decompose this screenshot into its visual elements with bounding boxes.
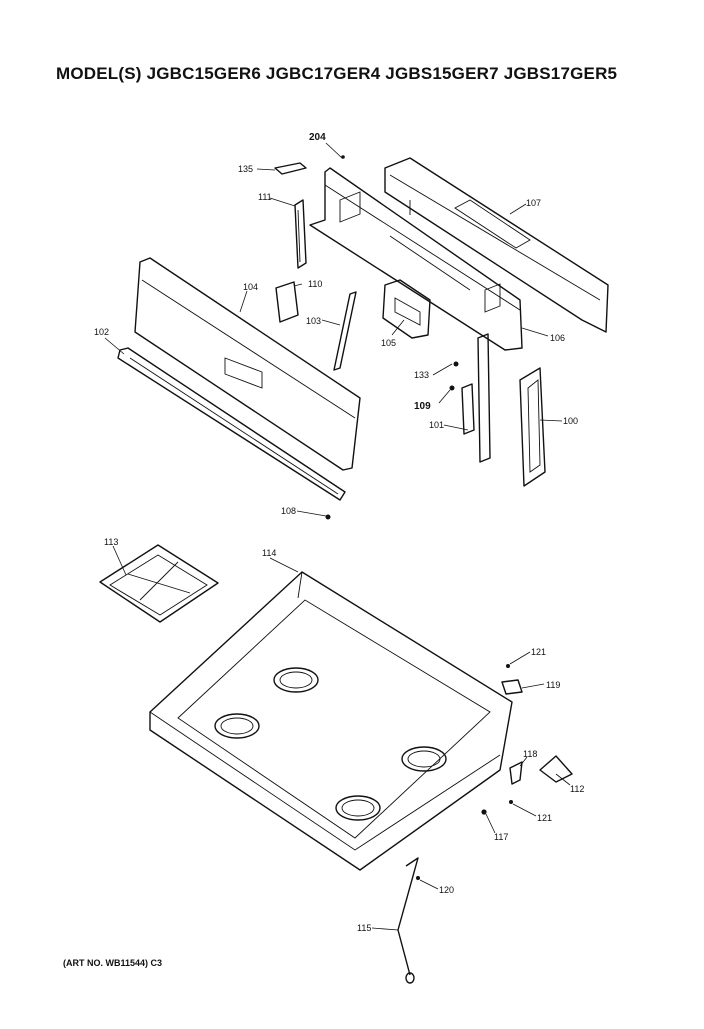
callout-118: 118 <box>523 749 537 759</box>
callout-113: 113 <box>104 537 118 547</box>
callout-102: 102 <box>94 327 109 337</box>
callout-115: 115 <box>357 923 371 933</box>
control-panel-104 <box>134 257 361 471</box>
switch-103 <box>333 291 357 371</box>
callout-110: 110 <box>308 279 322 289</box>
backsplash-panel-107 <box>384 157 609 333</box>
cooktop-114 <box>149 571 513 871</box>
bracket-112 <box>539 755 573 783</box>
clock-105 <box>382 279 431 339</box>
callout-119: 119 <box>546 680 560 690</box>
support-rod-115 <box>397 857 419 984</box>
callout-204: 204 <box>309 132 326 143</box>
callout-105: 105 <box>381 338 396 348</box>
callout-108: 108 <box>281 506 296 516</box>
bracket-110 <box>275 281 299 323</box>
end-cap-100 <box>519 367 546 487</box>
small-parts <box>416 664 513 880</box>
callout-135: 135 <box>238 164 253 174</box>
callout-121-top: 121 <box>531 647 546 657</box>
side-bracket-101 <box>461 333 491 463</box>
callout-114: 114 <box>262 548 276 558</box>
art-number: (ART NO. WB11544) C3 <box>63 958 163 968</box>
callout-133: 133 <box>414 370 429 380</box>
callout-100: 100 <box>563 416 578 426</box>
end-bracket-111 <box>294 199 307 269</box>
leader-lines <box>104 142 571 931</box>
model-title: MODEL(S) JGBC15GER6 JGBC17GER4 JGBS15GER… <box>56 64 618 83</box>
clip-135 <box>274 162 307 175</box>
callout-109: 109 <box>414 401 431 412</box>
callout-117: 117 <box>494 832 508 842</box>
callout-121-bottom: 121 <box>537 813 552 823</box>
screws <box>325 155 459 520</box>
callout-111: 111 <box>258 192 272 202</box>
callout-104: 104 <box>243 282 258 292</box>
trim-strip-102 <box>117 347 346 501</box>
callout-106: 106 <box>550 333 565 343</box>
callout-101: 101 <box>429 420 444 430</box>
callout-107: 107 <box>526 198 541 208</box>
callout-103: 103 <box>306 316 321 326</box>
hinge-119 <box>501 679 523 695</box>
manifold-panel-106 <box>309 167 523 351</box>
callout-120: 120 <box>439 885 454 895</box>
bracket-118 <box>509 761 523 785</box>
burner-grate-113 <box>99 544 219 623</box>
callout-112: 112 <box>570 784 584 794</box>
